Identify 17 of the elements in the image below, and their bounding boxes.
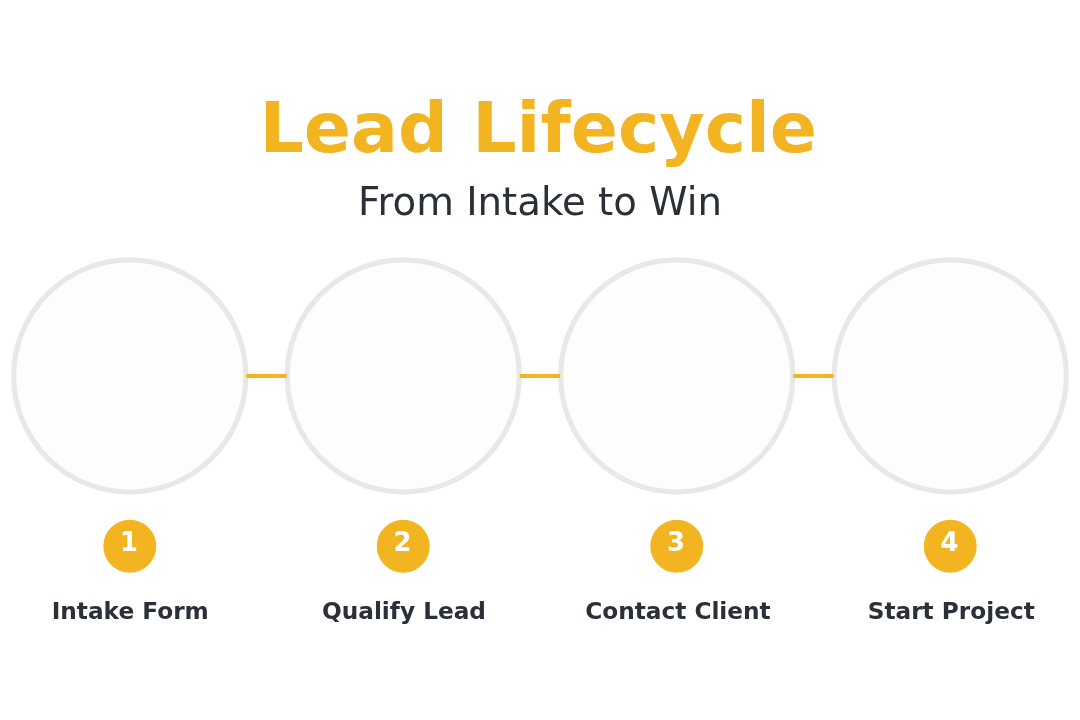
node-circle: 1 <box>103 519 157 573</box>
connector <box>519 373 561 378</box>
node-circle: 3 <box>650 519 704 573</box>
node-circle <box>284 256 522 495</box>
connector <box>793 373 834 378</box>
node-circle <box>11 256 249 495</box>
node-circle: 4 <box>923 519 977 573</box>
node-label: Qualify Lead <box>321 596 486 624</box>
node-label: Intake Form <box>51 596 209 624</box>
node-circle <box>831 256 1069 495</box>
diagram-title: Lead Lifecycle <box>259 86 818 168</box>
node-circle <box>558 256 796 495</box>
node-label: Contact Client <box>585 596 771 624</box>
node-circle: 2 <box>376 519 430 573</box>
connector <box>246 373 287 378</box>
node-label: Start Project <box>867 596 1035 624</box>
label: From Intake to Win <box>358 178 722 224</box>
